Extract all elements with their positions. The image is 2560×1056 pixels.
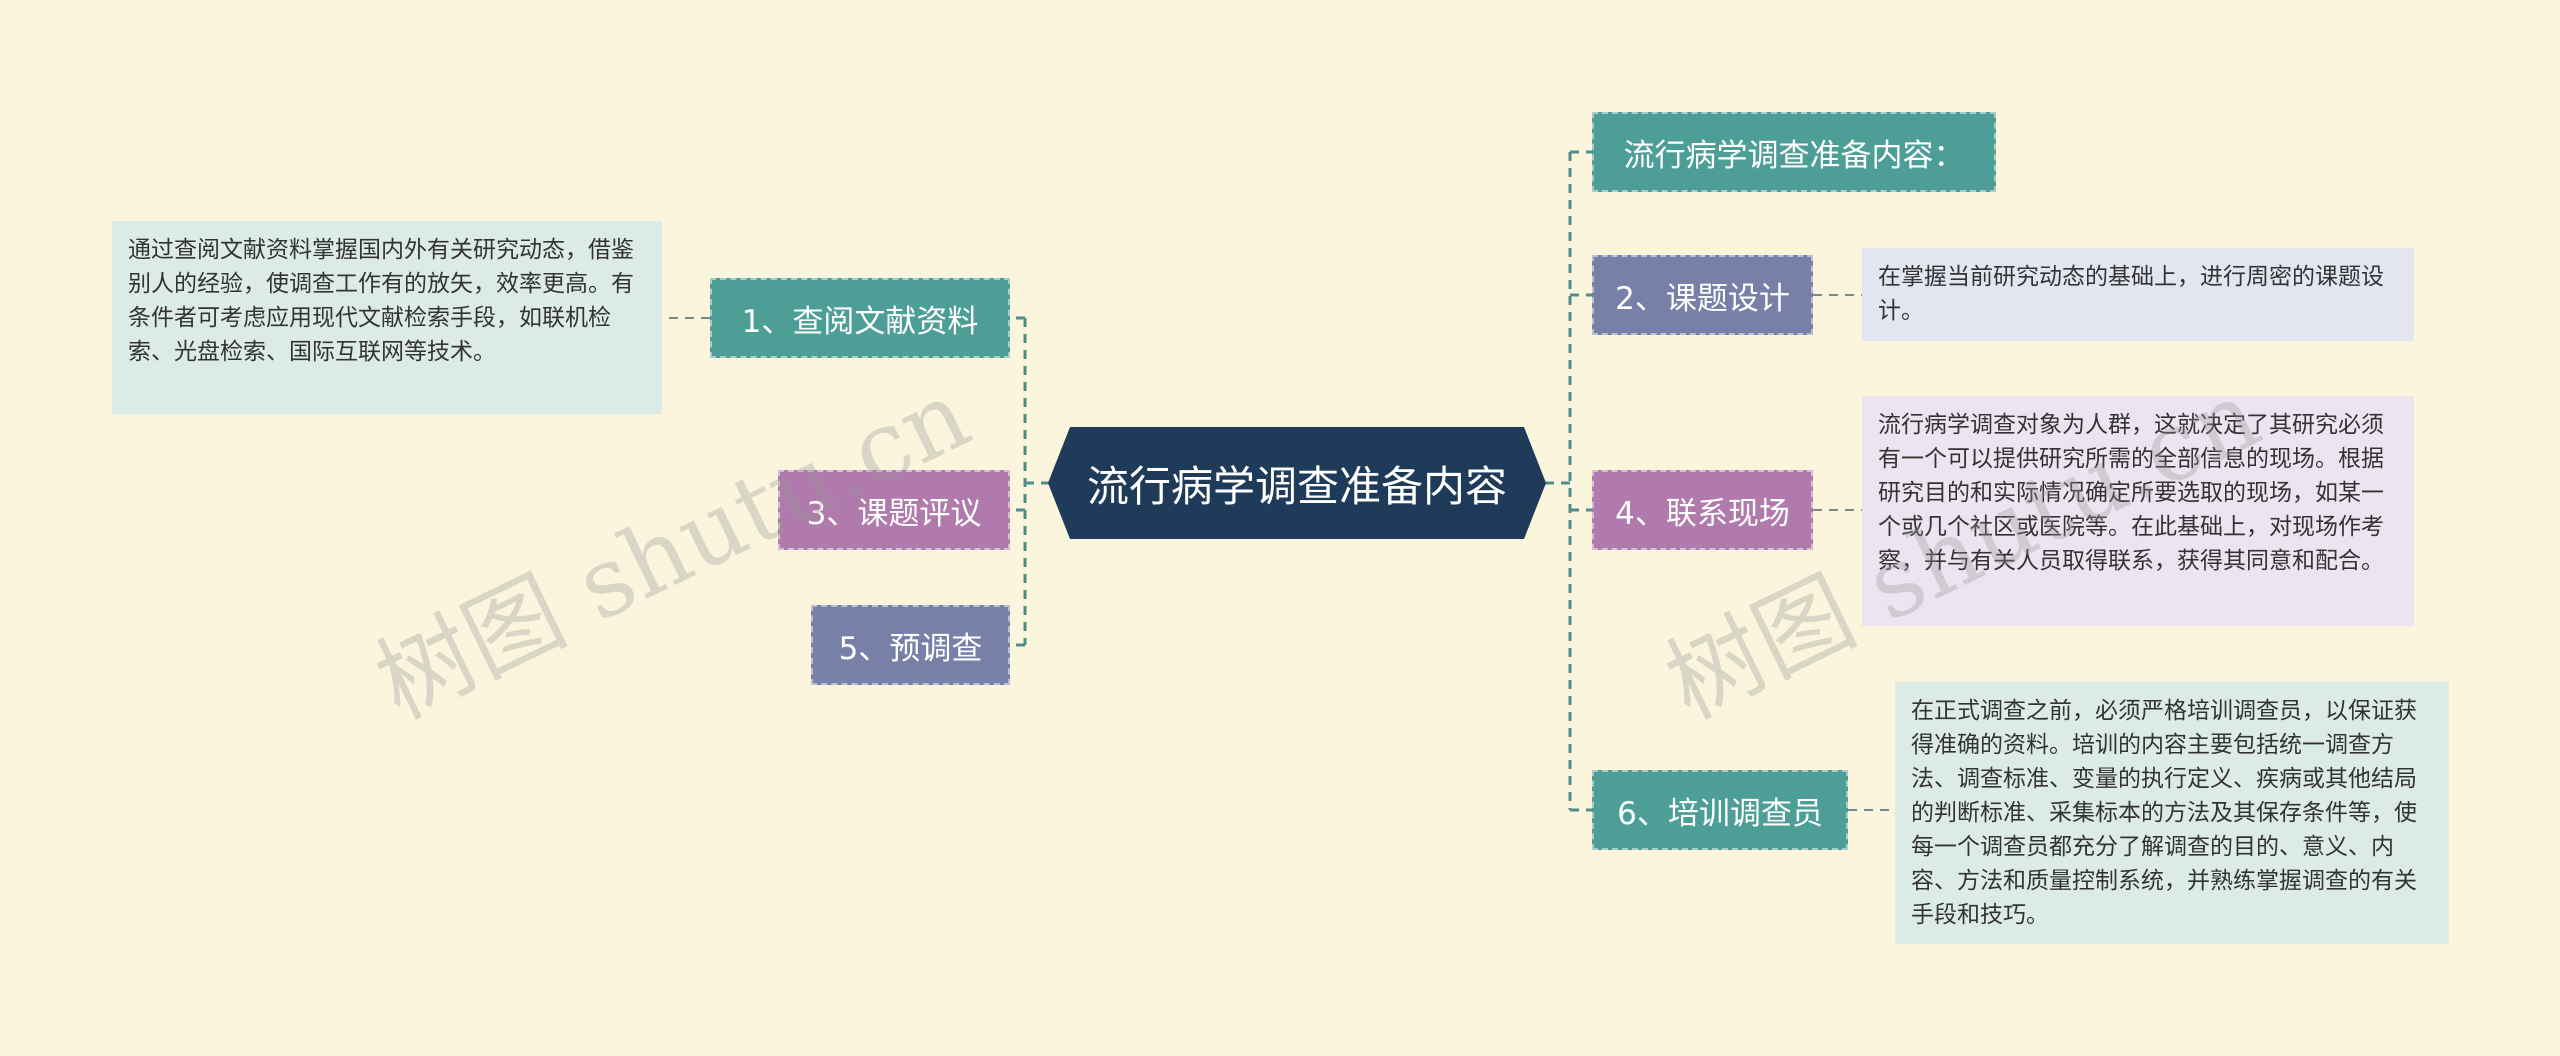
branch-4[interactable]: 4、联系现场: [1592, 470, 1813, 550]
branch-intro[interactable]: 流行病学调查准备内容：: [1592, 112, 1996, 192]
root-shape: [1048, 427, 1546, 539]
note-1: 通过查阅文献资料掌握国内外有关研究动态，借鉴别人的经验，使调查工作有的放矢，效率…: [112, 221, 662, 414]
branch-5[interactable]: 5、预调查: [811, 605, 1010, 685]
branch-6[interactable]: 6、培训调查员: [1592, 770, 1848, 850]
connector-left: [1010, 316, 1050, 647]
branch-1[interactable]: 1、查阅文献资料: [710, 278, 1010, 358]
branch-2[interactable]: 2、课题设计: [1592, 255, 1813, 335]
note-2: 在掌握当前研究动态的基础上，进行周密的课题设计。: [1862, 248, 2414, 341]
note-6: 在正式调查之前，必须严格培训调查员，以保证获得准确的资料。培训的内容主要包括统一…: [1895, 682, 2449, 944]
root-node[interactable]: 流行病学调查准备内容: [1048, 427, 1546, 539]
root-label: 流行病学调查准备内容: [1086, 461, 1507, 511]
note-4: 流行病学调查对象为人群，这就决定了其研究必须有一个可以提供研究所需的全部信息的现…: [1862, 396, 2414, 626]
branch-3[interactable]: 3、课题评议: [778, 470, 1010, 550]
connector-right: [1545, 150, 1592, 812]
